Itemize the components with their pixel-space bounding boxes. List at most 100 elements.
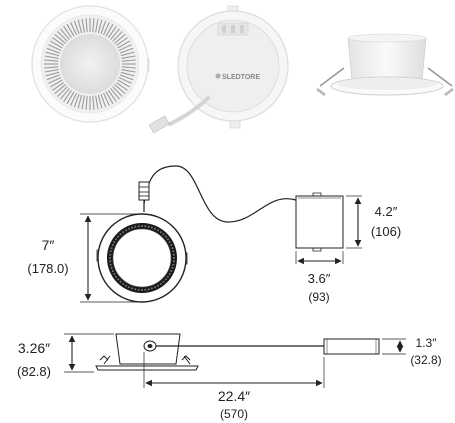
grill-slot <box>54 33 66 44</box>
grill-slot <box>121 69 136 73</box>
ring-dot <box>144 288 147 291</box>
grill-slot <box>44 59 59 62</box>
ring-dot <box>147 288 150 291</box>
grill-slot <box>121 66 136 69</box>
grill-slot <box>44 66 59 69</box>
grill-slot <box>95 95 99 110</box>
ring-dot <box>170 244 173 246</box>
ring-dot <box>122 282 125 285</box>
grill-slot <box>85 95 88 110</box>
grill-slot <box>103 92 110 106</box>
grill-slot <box>105 91 114 105</box>
ring-dot <box>141 225 143 227</box>
ring-dot <box>150 226 153 229</box>
ring-dot <box>172 260 175 263</box>
grill-slot <box>44 55 59 59</box>
ring-dot <box>113 273 116 275</box>
grill-slot <box>92 95 95 110</box>
top-view-drawing <box>80 165 362 303</box>
box-height-inches: 4.2″ <box>375 204 398 219</box>
ring-dot <box>113 241 116 243</box>
ring-dot <box>141 289 143 291</box>
grill-slot <box>45 71 60 77</box>
grill-slot <box>117 79 131 88</box>
grill-slot <box>81 18 85 33</box>
ring-dot <box>170 270 173 272</box>
ring-dot <box>137 288 140 291</box>
box-width-mm: (93) <box>308 290 329 304</box>
grill-slot <box>46 74 61 81</box>
ring-dot <box>154 227 156 230</box>
ring-dot <box>157 284 159 287</box>
back-view-photo: SLEDTORE <box>148 5 289 134</box>
grill-slot <box>57 31 68 42</box>
ring-dot <box>164 235 167 238</box>
ring-dot <box>134 225 137 228</box>
side-view-photo <box>316 33 454 96</box>
ring-dot <box>173 257 175 259</box>
brand-label: SLEDTORE <box>222 74 260 81</box>
grill-slot <box>121 55 136 59</box>
ring-dot <box>147 225 150 228</box>
ring-dot <box>172 253 175 256</box>
grill-slot <box>49 40 63 49</box>
ring-dot <box>119 280 122 283</box>
grill-slot <box>57 86 68 97</box>
ring-dot <box>125 284 127 287</box>
cable-length-mm: (570) <box>220 407 248 421</box>
grill-slot <box>120 71 135 77</box>
grill-slot <box>51 81 65 91</box>
ring-dot <box>131 287 134 290</box>
grill-slot <box>70 92 77 106</box>
grill-slot <box>59 88 70 100</box>
grill-slot <box>81 95 85 110</box>
ring-dot <box>119 233 122 236</box>
grill-slot <box>54 84 66 95</box>
box-thickness-mm: (32.8) <box>410 353 441 367</box>
ring-dot <box>115 238 118 241</box>
grill-slot <box>105 23 114 37</box>
ring-dot <box>137 225 140 228</box>
ring-dot <box>117 278 120 281</box>
ring-dot <box>162 233 165 236</box>
box-thickness-inches: 1.3″ <box>416 336 438 350</box>
ring-dot <box>172 263 175 266</box>
grill-slot <box>70 22 77 36</box>
grill-slot <box>66 91 75 105</box>
ring-dot <box>159 231 162 234</box>
grill-slot <box>119 47 134 54</box>
grill-slot <box>119 74 134 81</box>
grill-slot <box>100 20 107 35</box>
grill-slot <box>117 40 131 49</box>
grill-slot <box>59 28 70 40</box>
ring-dot <box>115 275 118 278</box>
grill-slot <box>107 25 117 39</box>
ring-dot <box>128 286 130 289</box>
grill-slot <box>48 77 62 84</box>
ring-dot <box>168 241 171 243</box>
grill-slot <box>114 33 126 44</box>
ring-dot <box>125 229 127 232</box>
grill-slot <box>95 18 99 33</box>
ring-dot <box>154 286 156 289</box>
grill-slot <box>44 69 59 73</box>
ring-dot <box>157 229 159 232</box>
ring-dot <box>109 253 112 256</box>
ring-dot <box>111 270 114 272</box>
grill-slot <box>45 51 60 57</box>
grill-slot <box>63 25 73 39</box>
ring-dot <box>109 257 111 259</box>
ring-dot <box>166 238 169 241</box>
cable-length-inches: 22.4″ <box>218 388 250 404</box>
grill-slot <box>121 59 136 62</box>
brand-logo-icon <box>215 73 221 79</box>
ring-dot <box>110 247 113 250</box>
ring-dot <box>171 266 174 269</box>
ring-dot <box>131 226 134 229</box>
ring-dot <box>144 225 147 228</box>
ring-dot <box>134 288 137 291</box>
grill-slot <box>110 28 121 40</box>
grill-slot <box>66 23 75 37</box>
ring-dot <box>159 282 162 285</box>
grill-slot <box>77 19 83 34</box>
